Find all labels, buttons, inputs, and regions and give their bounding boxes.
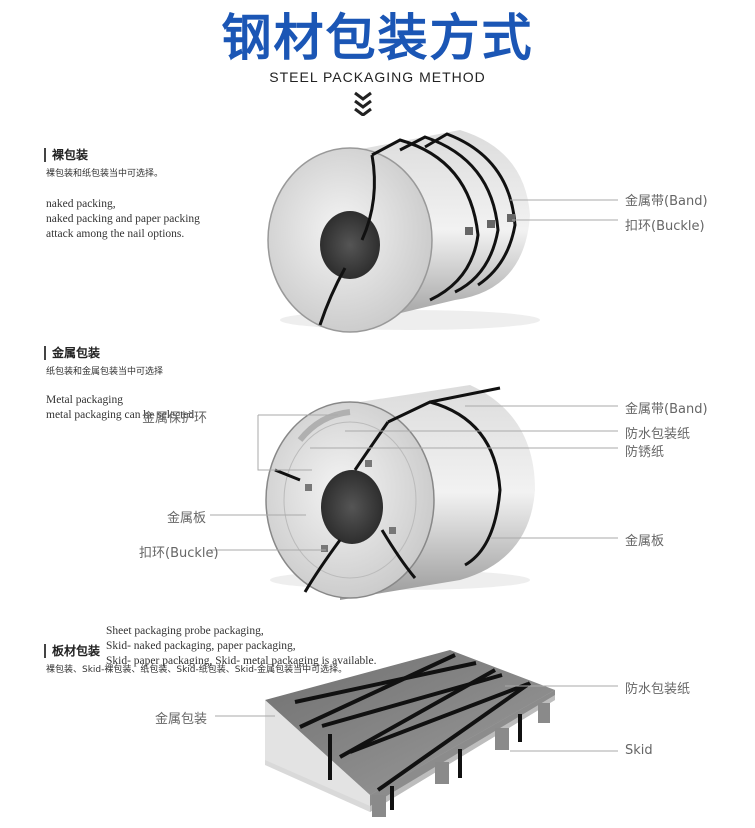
section-sheet-title: 板材包装 (44, 644, 100, 658)
label-metal-pack: 金属包装 (155, 712, 208, 727)
section-metal-subtitle: 纸包装和金属包装当中可选择 (46, 367, 164, 377)
english-line: Skid- paper packaging, Skid- metal packa… (106, 655, 377, 667)
page-title: 钢材包装方式 (221, 9, 534, 67)
section-naked-subtitle: 裸包装和纸包装当中可选择。 (46, 169, 164, 179)
label-metal-plate: 金属板 (625, 534, 665, 549)
metal-packed-coil-illustration (265, 385, 535, 600)
english-line: Metal packaging (46, 394, 123, 406)
label-antirust-paper: 防锈纸 (625, 445, 665, 460)
label-metal-plate: 金属板 (167, 511, 207, 526)
section-metal-english: Metal packaging metal packaging can be se… (46, 378, 194, 423)
english-line: attack among the nail options. (46, 228, 185, 240)
section-sheet-subtitle: 裸包装、Skid-裸包装、纸包装、Skid-纸包装、Skid-金属包装当中可选择… (46, 665, 348, 675)
label-waterproof-paper: 防水包装纸 (625, 427, 691, 442)
sheet-stack-illustration (265, 650, 555, 817)
label-skid: Skid (625, 743, 653, 758)
section-sheet-english: Sheet packaging probe packaging, Skid- na… (106, 609, 377, 669)
section-naked-title: 裸包装 (44, 148, 88, 162)
page-subtitle: STEEL PACKAGING METHOD (269, 69, 486, 85)
double-chevron-down-icon (354, 91, 372, 116)
section-naked-english: naked packing, naked packing and paper pa… (46, 182, 200, 242)
english-line: Sheet packaging probe packaging, (106, 625, 264, 637)
naked-coil-illustration (267, 130, 540, 333)
label-band: 金属带(Band) (625, 194, 708, 209)
english-line: naked packing, (46, 198, 116, 210)
label-waterproof-paper: 防水包装纸 (625, 682, 691, 697)
label-band: 金属带(Band) (625, 402, 708, 417)
english-line: naked packing and paper packing (46, 213, 200, 225)
section-metal-title: 金属包装 (44, 346, 100, 360)
label-guard-ring: 金属保护环 (142, 411, 208, 426)
english-line: Skid- naked packaging, paper packaging, (106, 640, 296, 652)
label-buckle: 扣环(Buckle) (139, 546, 219, 561)
english-line: metal packaging can be selected (46, 409, 195, 421)
label-buckle: 扣环(Buckle) (625, 219, 705, 234)
